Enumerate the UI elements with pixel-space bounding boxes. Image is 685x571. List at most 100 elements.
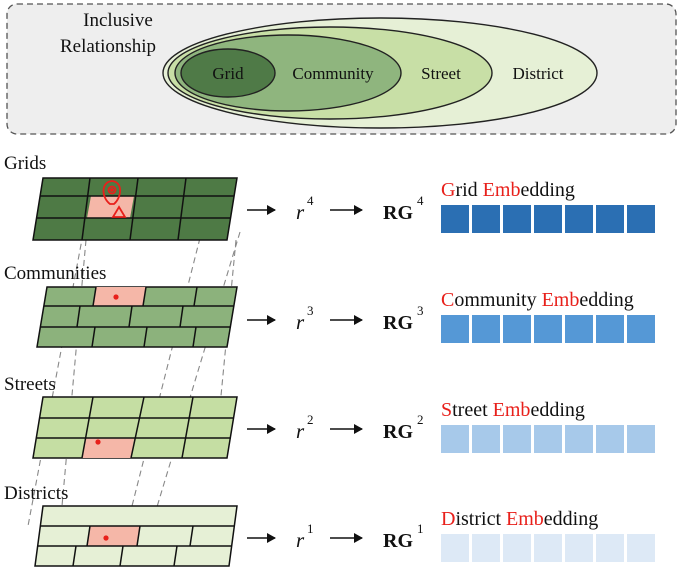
embedding-vector: [441, 534, 655, 562]
connector-line: [131, 237, 201, 507]
embedding-title: Grid Embedding: [441, 179, 575, 201]
r-symbol: r: [296, 200, 305, 224]
panel-title-line2: Relationship: [60, 36, 156, 57]
embedding-title: Community Embedding: [441, 289, 634, 311]
arrow-icon: [330, 424, 363, 434]
embedding-title-rest: ommunity: [454, 289, 541, 311]
embedding-block: [627, 205, 655, 233]
embedding-vector: [441, 315, 655, 343]
embedding-title-rest: rid: [455, 179, 482, 201]
r-symbol: r: [296, 310, 305, 334]
layer-row-streets: Streets r 2 RG 2 Street Embedding: [4, 374, 655, 459]
embedding-title-emb: Emb: [506, 508, 544, 530]
connector-line: [149, 231, 241, 531]
embedding-block: [565, 534, 593, 562]
embedding-block: [441, 425, 469, 453]
highlighted-cell: [87, 526, 140, 546]
r-exponent: 2: [307, 412, 314, 427]
panel-title-line1: Inclusive: [83, 10, 153, 31]
r-exponent: 1: [307, 521, 314, 536]
embedding-title-initial: D: [441, 508, 455, 530]
embedding-title-initial: C: [441, 289, 454, 311]
layer-grid-map: [32, 177, 238, 241]
embedding-title-tail: edding: [530, 399, 584, 421]
highlighted-cell: [82, 438, 134, 458]
location-dot: [95, 439, 101, 445]
embedding-block: [627, 315, 655, 343]
rg-exponent: 4: [417, 193, 424, 208]
embedding-title: District Embedding: [441, 508, 598, 530]
r-exponent: 4: [307, 193, 314, 208]
arrow-icon: [247, 315, 276, 325]
layer-grid-map: [36, 286, 238, 348]
embedding-title-emb: Emb: [483, 179, 521, 201]
embedding-block: [472, 205, 500, 233]
arrow-icon: [247, 205, 276, 215]
rg-symbol: RG: [383, 312, 413, 334]
embedding-vector: [441, 425, 655, 453]
embedding-block: [534, 205, 562, 233]
embedding-block: [503, 205, 531, 233]
embedding-title-tail: edding: [520, 179, 574, 201]
embedding-block: [596, 425, 624, 453]
embedding-title: Street Embedding: [441, 399, 585, 421]
layer-row-grids: Grids r 4: [4, 153, 655, 241]
arrow-icon: [330, 205, 363, 215]
rg-symbol: RG: [383, 202, 413, 224]
embedding-block: [503, 425, 531, 453]
embedding-block: [441, 205, 469, 233]
layer-label: Grids: [4, 153, 46, 174]
embedding-title-initial: S: [441, 399, 452, 421]
embedding-block: [503, 534, 531, 562]
grid-parallelogram: [32, 177, 238, 241]
grid-ellipse: [180, 48, 276, 98]
rg-symbol: RG: [383, 421, 413, 443]
embedding-block: [565, 205, 593, 233]
r-exponent: 3: [307, 303, 314, 318]
street-ellipse-label: Street: [421, 64, 461, 83]
embedding-title-rest: treet: [452, 399, 493, 421]
highlighted-cell: [87, 196, 134, 218]
embedding-block: [534, 315, 562, 343]
embedding-title-tail: edding: [579, 289, 633, 311]
rg-symbol: RG: [383, 530, 413, 552]
triangle-marker-icon: [111, 205, 127, 218]
location-pin-icon: [102, 180, 122, 205]
embedding-title-rest: istrict: [455, 508, 506, 530]
embedding-block: [472, 315, 500, 343]
layer-label: Districts: [4, 483, 68, 504]
r-symbol: r: [296, 419, 305, 443]
embedding-block: [534, 534, 562, 562]
embedding-block: [441, 534, 469, 562]
rg-exponent: 2: [417, 412, 424, 427]
arrow-icon: [247, 533, 276, 543]
rg-exponent: 1: [417, 521, 424, 536]
rg-exponent: 3: [417, 303, 424, 318]
embedding-block: [596, 315, 624, 343]
embedding-block: [472, 425, 500, 453]
embedding-block: [627, 425, 655, 453]
embedding-block: [472, 534, 500, 562]
embedding-block: [596, 534, 624, 562]
embedding-block: [627, 534, 655, 562]
embedding-title-emb: Emb: [542, 289, 580, 311]
connector-line: [61, 239, 87, 507]
community-ellipse-label: Community: [292, 64, 374, 83]
embedding-block: [596, 205, 624, 233]
highlighted-cell: [93, 287, 146, 306]
embedding-block: [441, 315, 469, 343]
location-dot: [113, 294, 119, 300]
inclusive-relationship-panel: Inclusive Relationship District Street C…: [6, 3, 677, 135]
layer-row-districts: Districts r 1 RG 1: [4, 483, 655, 567]
embedding-block: [565, 425, 593, 453]
arrow-icon: [330, 533, 363, 543]
grid-parallelogram: [32, 396, 238, 459]
layer-label: Communities: [4, 263, 106, 284]
r-symbol: r: [296, 528, 305, 552]
layer-label: Streets: [4, 374, 56, 395]
layer-row-communities: Communities r 3: [4, 263, 655, 348]
arrow-icon: [247, 424, 276, 434]
location-dot: [103, 535, 109, 541]
embedding-block: [565, 315, 593, 343]
